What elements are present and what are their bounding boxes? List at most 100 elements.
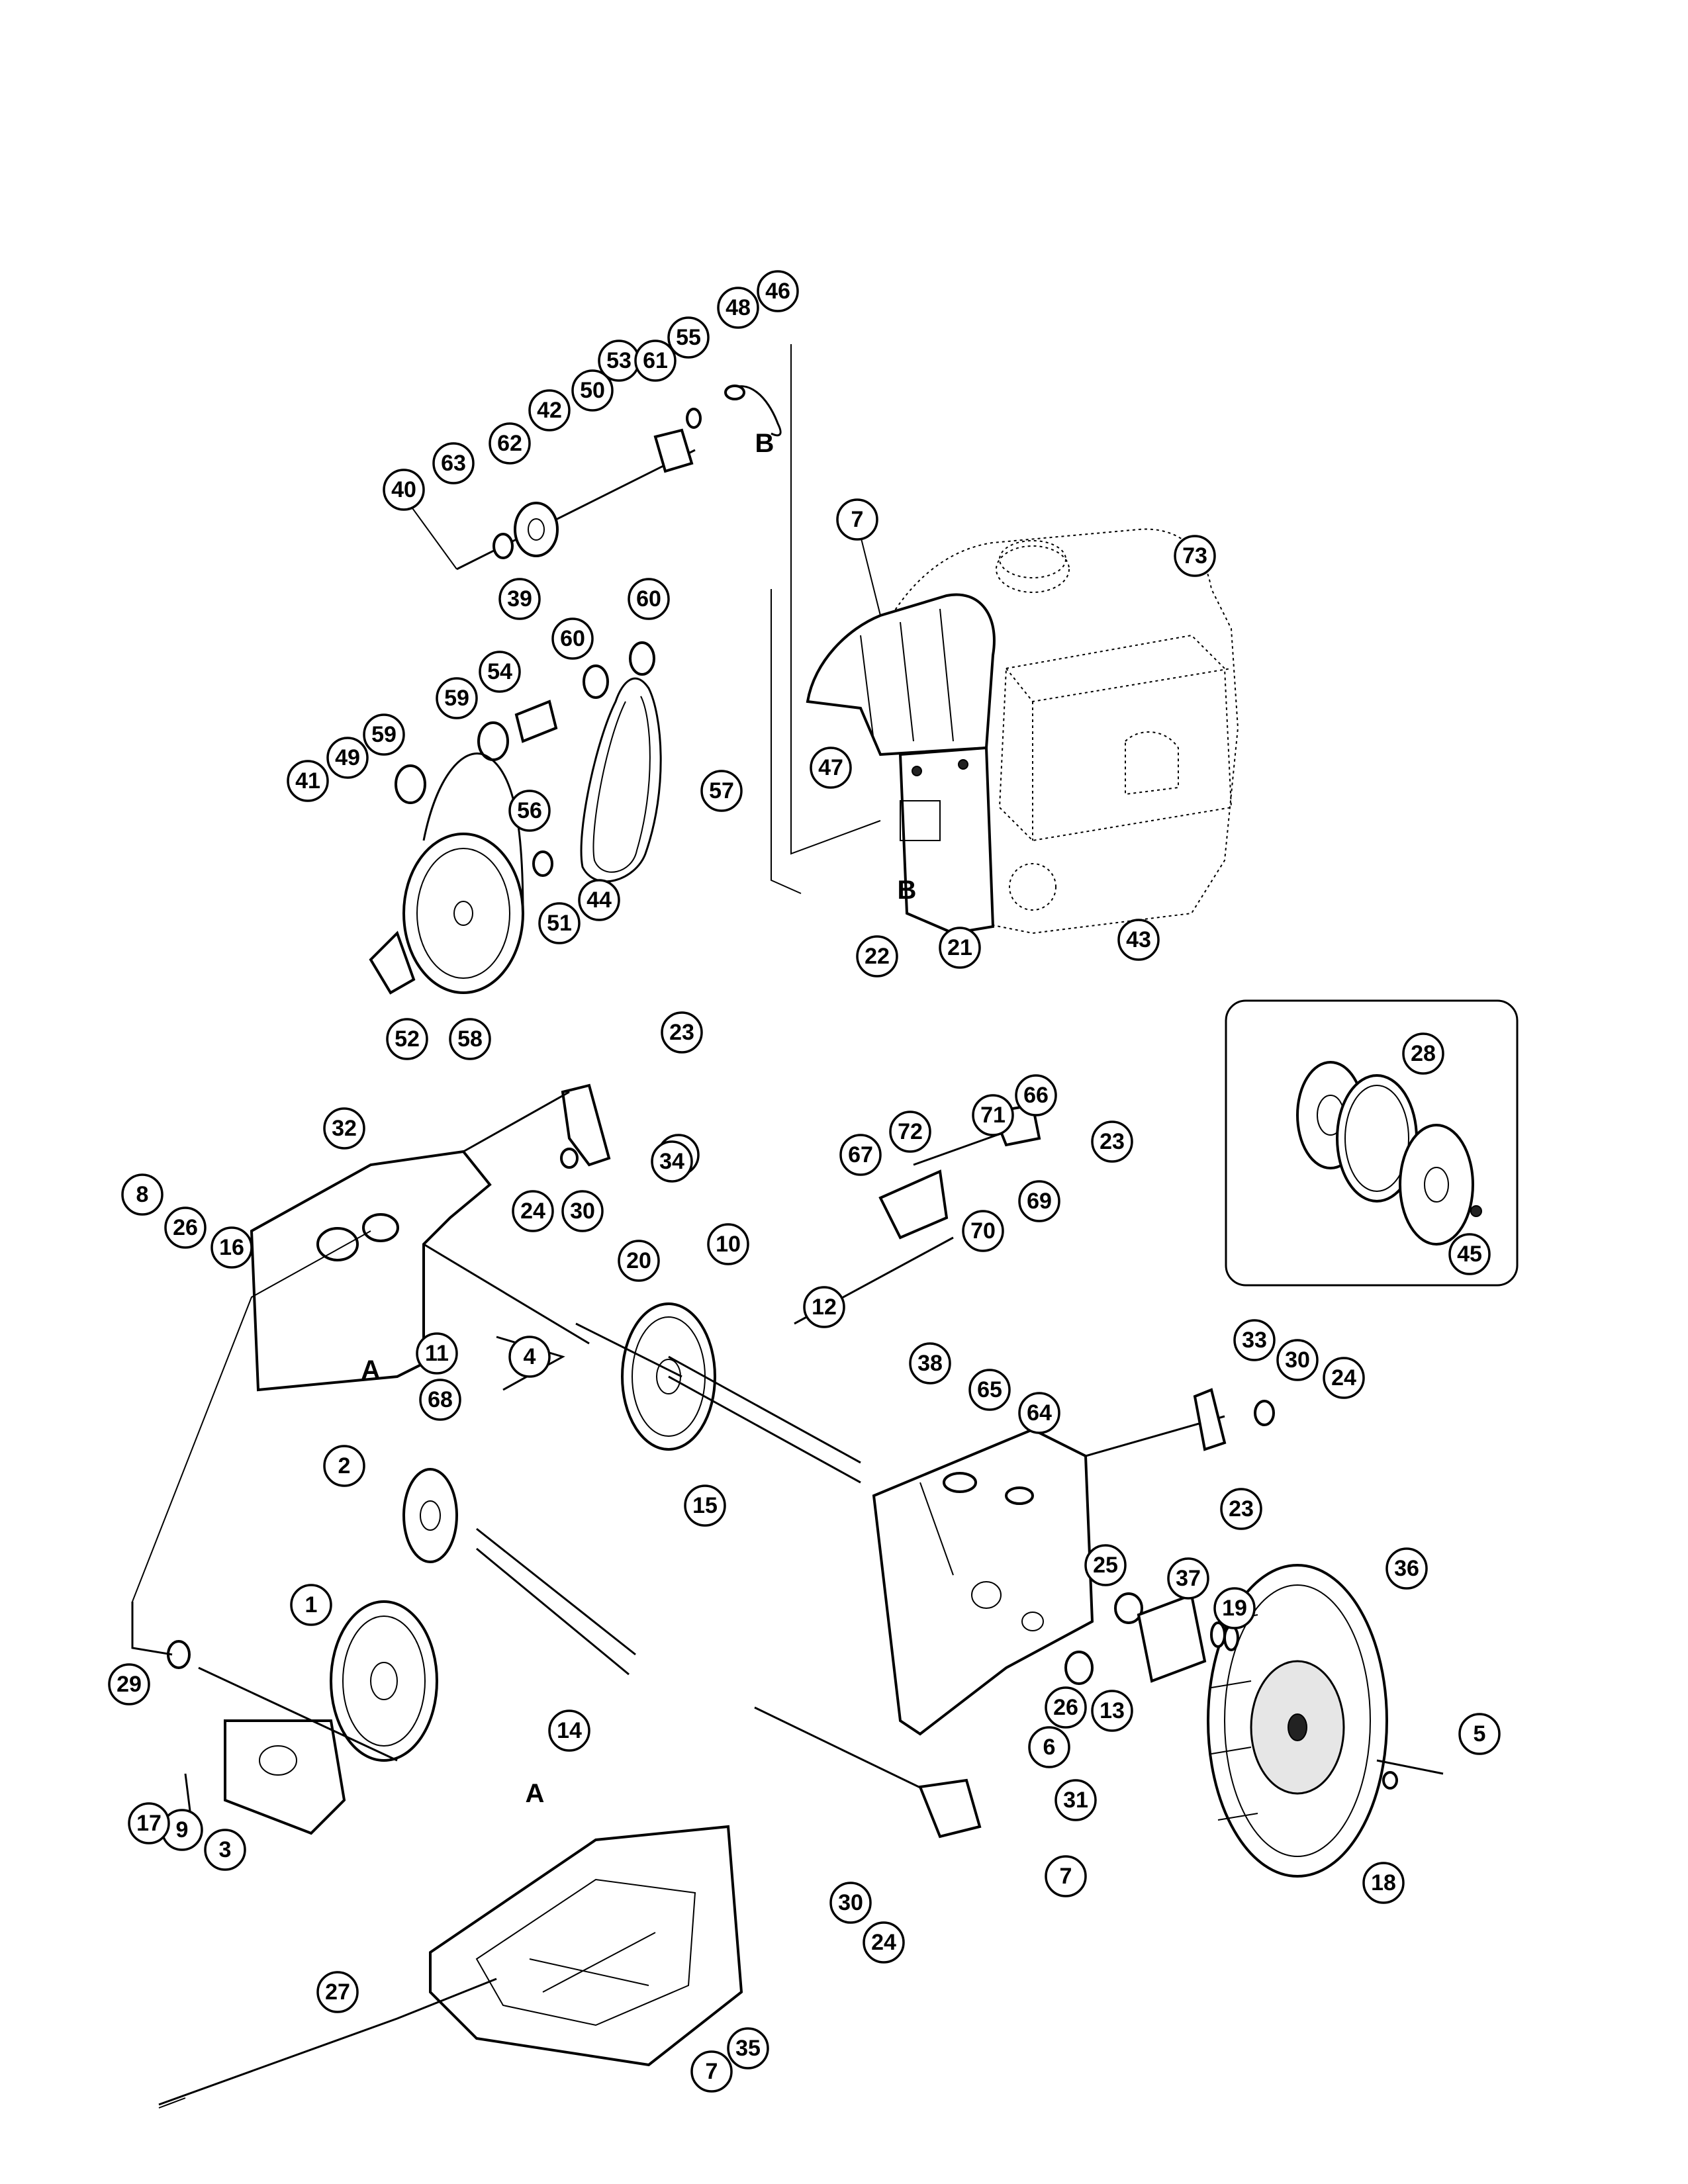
callout-number: 65: [977, 1377, 1002, 1402]
callout-circle: [551, 617, 594, 660]
reference-letter-b: B: [755, 429, 774, 458]
callout-circle: [508, 1336, 551, 1378]
callout-circle: [128, 1802, 170, 1844]
callout-59: 59: [363, 713, 405, 756]
callout-circle: [836, 498, 878, 541]
gear-and-shafts: [402, 1302, 861, 1676]
callout-43: 43: [1117, 919, 1160, 961]
callout-6: 6: [1028, 1726, 1070, 1768]
callout-30: 30: [561, 1190, 604, 1232]
callout-5: 5: [1458, 1713, 1501, 1755]
callout-number: 57: [709, 778, 734, 803]
callout-68: 68: [419, 1379, 461, 1421]
bottom-cover: [158, 1706, 982, 2109]
callout-circle: [968, 1369, 1011, 1411]
callout-number: 26: [1053, 1695, 1078, 1720]
callout-number: 44: [586, 887, 612, 913]
callout-24: 24: [512, 1190, 554, 1232]
callout-number: 21: [947, 935, 972, 960]
callout-3: 3: [204, 1829, 246, 1871]
callout-55: 55: [667, 316, 710, 359]
idler-assembly: [456, 385, 782, 570]
left-frame: [250, 1083, 611, 1392]
callout-number: 31: [1063, 1788, 1088, 1813]
callout-23: 23: [1091, 1120, 1133, 1163]
callout-number: 37: [1176, 1566, 1201, 1591]
callout-number: 38: [917, 1351, 943, 1376]
callout-number: 23: [1229, 1496, 1254, 1522]
callout-29: 29: [108, 1663, 150, 1706]
callout-circle: [1091, 1120, 1133, 1163]
callout-62: 62: [489, 422, 531, 465]
callout-number: 12: [812, 1295, 837, 1320]
callout-61: 61: [634, 340, 677, 382]
callout-10: 10: [707, 1223, 749, 1265]
callout-circle: [839, 1134, 882, 1176]
callout-circle: [419, 1379, 461, 1421]
callout-number: 23: [1100, 1129, 1125, 1154]
callout-circle: [700, 770, 743, 812]
callout-73: 73: [1174, 535, 1216, 577]
callout-60: 60: [551, 617, 594, 660]
callout-circle: [326, 737, 369, 779]
callout-7: 7: [690, 2050, 733, 2093]
callout-circle: [628, 578, 670, 620]
callout-circle: [211, 1226, 253, 1269]
callout-number: 28: [1411, 1041, 1436, 1066]
callout-24: 24: [863, 1921, 905, 1964]
callout-38: 38: [909, 1342, 951, 1385]
callout-number: 32: [332, 1116, 357, 1141]
callout-number: 61: [643, 348, 668, 373]
callout-circle: [810, 747, 852, 789]
callout-27: 27: [316, 1971, 359, 2013]
callout-number: 24: [871, 1930, 896, 1955]
callout-circle: [1167, 1557, 1209, 1600]
engine: [879, 528, 1239, 934]
callout-71: 71: [972, 1094, 1014, 1136]
callout-37: 37: [1167, 1557, 1209, 1600]
callout-circle: [1055, 1779, 1097, 1821]
callout-circle: [667, 316, 710, 359]
callout-number: 23: [669, 1020, 694, 1045]
callout-7: 7: [836, 498, 878, 541]
callout-number: 18: [1371, 1870, 1396, 1895]
callout-48: 48: [717, 287, 759, 329]
callout-circle: [383, 469, 425, 511]
callout-circle: [416, 1332, 458, 1375]
callout-circle: [121, 1173, 164, 1216]
callout-64: 64: [1018, 1392, 1060, 1434]
callout-24: 24: [1323, 1357, 1365, 1399]
callout-circle: [323, 1107, 365, 1150]
callout-number: 30: [1285, 1347, 1310, 1373]
callout-circle: [1045, 1686, 1087, 1729]
callout-circle: [909, 1342, 951, 1385]
callout-number: 50: [580, 378, 605, 403]
callout-circle: [717, 287, 759, 329]
callout-16: 16: [211, 1226, 253, 1269]
callout-number: 17: [136, 1811, 162, 1836]
callout-34: 34: [651, 1140, 693, 1183]
callout-number: 16: [219, 1235, 244, 1260]
part-callouts: 1234567777891011121314151617181920212223…: [108, 270, 1501, 2093]
callout-number: 9: [176, 1817, 189, 1843]
callout-57: 57: [700, 770, 743, 812]
callout-25: 25: [1084, 1544, 1127, 1586]
callout-number: 3: [219, 1837, 232, 1862]
callout-circle: [432, 442, 475, 484]
callout-number: 53: [606, 348, 632, 373]
callout-number: 46: [765, 279, 790, 304]
callout-circle: [479, 651, 521, 693]
callout-2: 2: [323, 1445, 365, 1487]
callout-circle: [707, 1223, 749, 1265]
callout-circle: [323, 1445, 365, 1487]
callout-circle: [290, 1584, 332, 1626]
callout-circle: [856, 935, 898, 978]
callout-circle: [1174, 535, 1216, 577]
right-frame: [872, 1388, 1275, 1736]
callout-circle: [316, 1971, 359, 2013]
callout-circle: [1385, 1547, 1428, 1590]
callout-number: 39: [507, 586, 532, 612]
callout-circle: [508, 790, 551, 832]
inset-detail-2: [1225, 999, 1519, 1287]
